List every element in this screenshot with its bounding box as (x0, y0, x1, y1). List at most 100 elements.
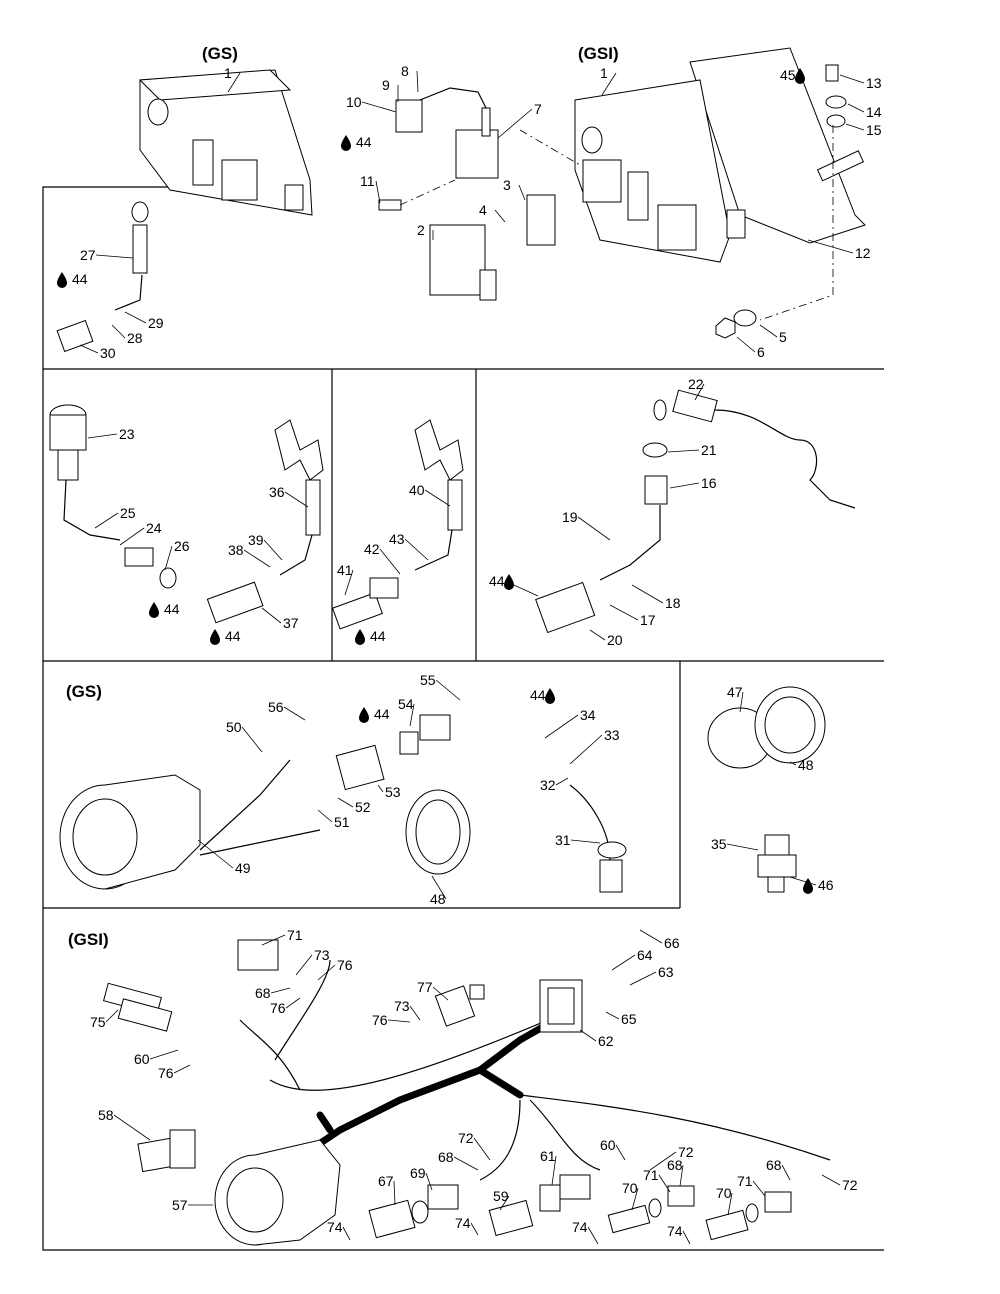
callout-67: 67 (378, 1173, 394, 1189)
callout-21: 21 (701, 442, 717, 458)
leader-60-b (615, 1144, 626, 1161)
callout-73-b: 73 (394, 998, 410, 1014)
callout-76-c: 76 (158, 1065, 174, 1081)
callout-53: 53 (385, 784, 401, 800)
leader-72-c (821, 1174, 841, 1186)
callout-76-b: 76 (270, 1000, 286, 1016)
leader-75 (105, 1009, 119, 1023)
leader-24 (119, 527, 145, 546)
leader-72-b (649, 1151, 677, 1171)
callout-75: 75 (90, 1014, 106, 1030)
callout-66: 66 (664, 935, 680, 951)
leader-58 (113, 1114, 151, 1141)
callout-16: 16 (701, 475, 717, 491)
callout-70-b: 70 (716, 1185, 732, 1201)
leader-72-a (473, 1137, 491, 1161)
callout-68-c: 68 (667, 1157, 683, 1173)
leader-39 (263, 539, 283, 561)
leader-7 (497, 108, 533, 139)
callout-43: 43 (389, 531, 405, 547)
leader-73-a (295, 954, 313, 976)
leader-6 (736, 336, 756, 353)
leader-10 (361, 101, 397, 113)
callout-18: 18 (665, 595, 681, 611)
callout-74-d: 74 (667, 1223, 683, 1239)
wire-connector-27 (56, 201, 149, 353)
callout-69: 69 (410, 1165, 426, 1181)
leader-49 (197, 839, 234, 869)
callout-76-d: 76 (372, 1012, 388, 1028)
connector-40 (331, 419, 464, 630)
callout-44-f: 44 (489, 573, 505, 589)
leader-64 (611, 954, 636, 971)
callout-60-a: 60 (134, 1051, 150, 1067)
connector-71-top (237, 939, 279, 971)
callout-72-c: 72 (842, 1177, 858, 1193)
leader-46 (789, 876, 817, 886)
leader-70-b (727, 1192, 733, 1216)
callout-44-e: 44 (370, 628, 386, 644)
callout-48-b: 48 (430, 891, 446, 907)
callout-29: 29 (148, 315, 164, 331)
connector-75 (102, 982, 173, 1032)
leader-22 (694, 383, 705, 401)
panel-frames (42, 186, 884, 1251)
leader-70-a (631, 1187, 639, 1211)
callout-6: 6 (757, 344, 765, 360)
leader-77 (432, 986, 449, 1001)
callout-74-a: 74 (327, 1219, 343, 1235)
leader-5 (759, 324, 778, 338)
section-gs-gauge: (GS) (66, 682, 102, 701)
leader-32 (555, 777, 569, 786)
leader-76-c (173, 1064, 191, 1074)
callout-33: 33 (604, 727, 620, 743)
callout-44-g: 44 (374, 706, 390, 722)
leader-30 (79, 344, 99, 354)
leader-34 (544, 714, 579, 739)
gauge-57 (214, 1139, 341, 1246)
callout-4: 4 (479, 202, 487, 218)
callout-3: 3 (503, 177, 511, 193)
cable-22-assembly (535, 389, 856, 634)
callout-44-b: 44 (356, 134, 372, 150)
callout-65: 65 (621, 1011, 637, 1027)
leader-76-d (387, 1019, 411, 1023)
ring-48 (405, 789, 471, 875)
callout-74-b: 74 (455, 1215, 471, 1231)
leader-36 (284, 491, 309, 508)
callout-44-d: 44 (225, 628, 241, 644)
leader-3 (518, 184, 526, 201)
sensor-58 (137, 1129, 196, 1173)
callout-48-a: 48 (798, 757, 814, 773)
leader-37 (261, 607, 282, 624)
leader-14 (847, 103, 865, 113)
callout-8: 8 (401, 63, 409, 79)
callout-52: 52 (355, 799, 371, 815)
leader-8 (416, 70, 419, 93)
leader-73-b (409, 1005, 421, 1021)
callout-71-b: 71 (643, 1167, 659, 1183)
callout-58: 58 (98, 1107, 114, 1123)
leader-19 (577, 516, 611, 541)
leader-53 (377, 784, 384, 793)
gsi-harness (239, 959, 831, 1181)
leader-50 (241, 726, 263, 753)
callout-15: 15 (866, 122, 882, 138)
callout-57: 57 (172, 1197, 188, 1213)
connector-53 (335, 714, 451, 791)
callout-51: 51 (334, 814, 350, 830)
hardware-fasteners (715, 64, 847, 339)
callout-32: 32 (540, 777, 556, 793)
sealant-drop-icon (341, 135, 351, 151)
callout-39: 39 (248, 532, 264, 548)
leader-48-b (431, 875, 447, 900)
leader-76-b (285, 997, 301, 1009)
leader-68-d (781, 1164, 791, 1181)
tee-31 (569, 784, 627, 893)
callout-2: 2 (417, 222, 425, 238)
leader-29 (124, 311, 147, 324)
callout-5: 5 (779, 329, 787, 345)
leader-16 (669, 482, 700, 489)
leader-76-a (317, 964, 336, 981)
leader-71-a (261, 934, 286, 946)
